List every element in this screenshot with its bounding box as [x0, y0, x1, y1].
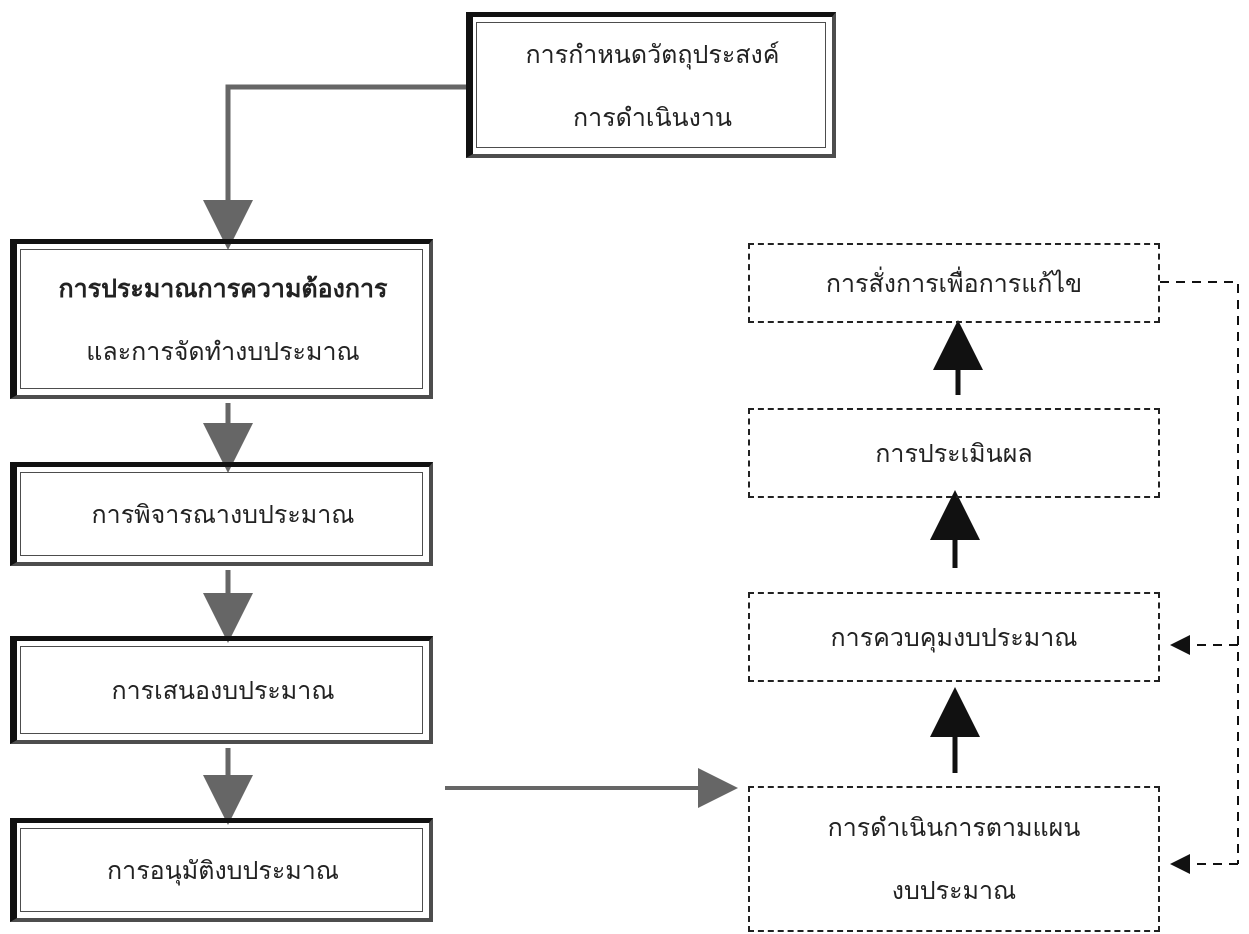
- node-approve-label: การอนุมัติงบประมาณ: [107, 856, 339, 885]
- node-control: การควบคุมงบประมาณ: [748, 592, 1160, 682]
- node-command-label: การสั่งการเพื่อการแก้ไข: [825, 268, 1083, 298]
- node-consider-label: การพิจารณางบประมาณ: [91, 500, 355, 529]
- edge-command-feedback: [1160, 281, 1239, 864]
- node-control-label: การควบคุมงบประมาณ: [830, 622, 1078, 652]
- node-evaluate: การประเมินผล: [748, 408, 1160, 498]
- node-estimate-line2: และการจัดทำงบประมาณ: [86, 336, 360, 366]
- node-consider: การพิจารณางบประมาณ: [10, 462, 433, 566]
- node-approve: การอนุมัติงบประมาณ: [10, 818, 433, 922]
- node-estimate: การประมาณการความต้องการ และการจัดทำงบประ…: [10, 239, 433, 399]
- node-execute-line2: งบประมาณ: [891, 876, 1017, 905]
- node-objective-line1: การกำหนดวัตถุประสงค์: [525, 39, 780, 69]
- node-command: การสั่งการเพื่อการแก้ไข: [748, 243, 1160, 323]
- node-propose: การเสนองบประมาณ: [10, 636, 433, 744]
- node-propose-label: การเสนองบประมาณ: [111, 676, 335, 705]
- node-objective: การกำหนดวัตถุประสงค์ การดำเนินงาน: [466, 12, 836, 158]
- node-execute-line1: การดำเนินการตามแผน: [827, 813, 1081, 842]
- node-objective-line2: การดำเนินงาน: [573, 102, 732, 132]
- edge-objective-estimate: [203, 84, 466, 250]
- node-evaluate-label: การประเมินผล: [875, 438, 1033, 468]
- node-execute: การดำเนินการตามแผน งบประมาณ: [748, 786, 1160, 932]
- node-estimate-line1: การประมาณการความต้องการ: [58, 273, 388, 303]
